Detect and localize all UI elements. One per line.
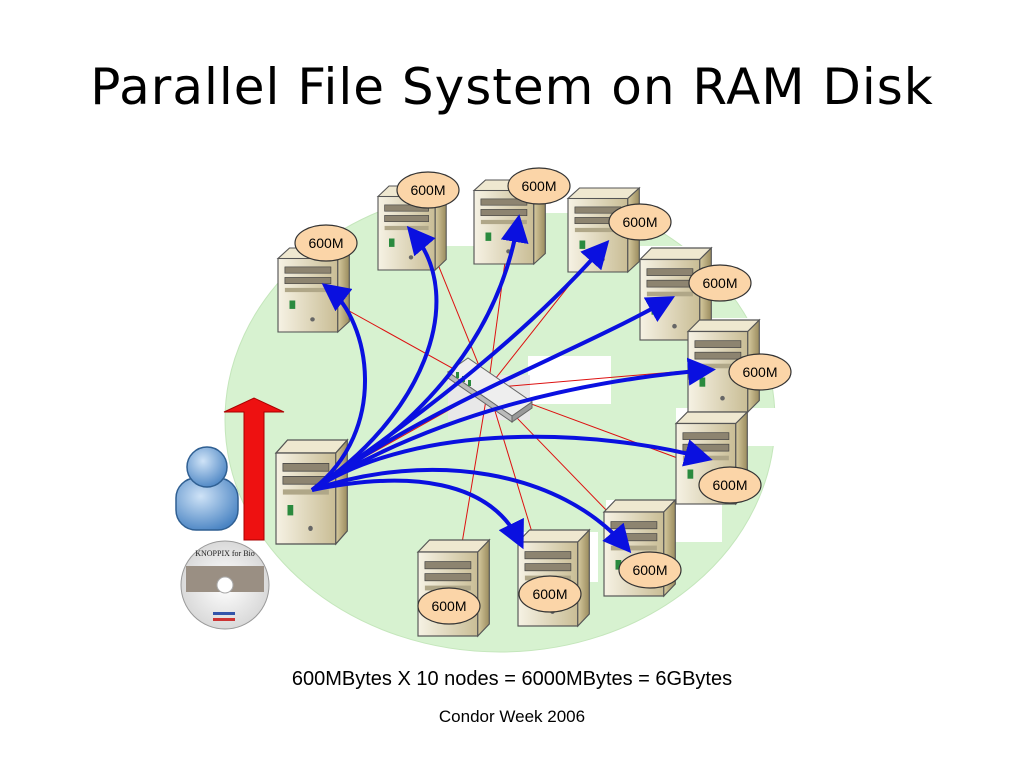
svg-text:600M: 600M <box>622 214 657 230</box>
svg-text:600M: 600M <box>532 586 567 602</box>
capacity-caption: 600MBytes X 10 nodes = 6000MBytes = 6GBy… <box>291 668 733 690</box>
memory-badge: 600M <box>618 551 682 589</box>
slide-footer: Condor Week 2006 <box>438 707 586 726</box>
svg-text:600M: 600M <box>702 275 737 291</box>
server-icon <box>277 247 350 333</box>
memory-badge: 600M <box>518 575 582 613</box>
svg-text:600M: 600M <box>742 364 777 380</box>
upload-arrow <box>223 397 285 541</box>
memory-badge: 600M <box>507 167 571 205</box>
distribution-arrows <box>310 214 716 554</box>
svg-text:600M: 600M <box>712 477 747 493</box>
memory-badge: 600M <box>728 353 792 391</box>
user-icon <box>175 446 239 531</box>
svg-text:600M: 600M <box>308 235 343 251</box>
slide-title: Parallel File System on RAM Disk <box>90 58 934 116</box>
master-server-icon <box>275 439 348 545</box>
memory-badge: 600M <box>417 587 481 625</box>
memory-badge: 600M <box>294 224 358 262</box>
memory-badges: 600M 600M 600M 600M 600M 600M 600M 600M <box>294 167 792 625</box>
memory-badge: 600M <box>688 264 752 302</box>
cd-title: KNOPPIX for Bio <box>195 549 255 558</box>
memory-badge: 600M <box>608 203 672 241</box>
svg-text:600M: 600M <box>431 598 466 614</box>
memory-badge: 600M <box>396 171 460 209</box>
memory-badge: 600M <box>698 466 762 504</box>
svg-text:600M: 600M <box>632 562 667 578</box>
cd-icon: KNOPPIX for Bio <box>180 540 270 630</box>
svg-text:600M: 600M <box>410 182 445 198</box>
svg-text:600M: 600M <box>521 178 556 194</box>
